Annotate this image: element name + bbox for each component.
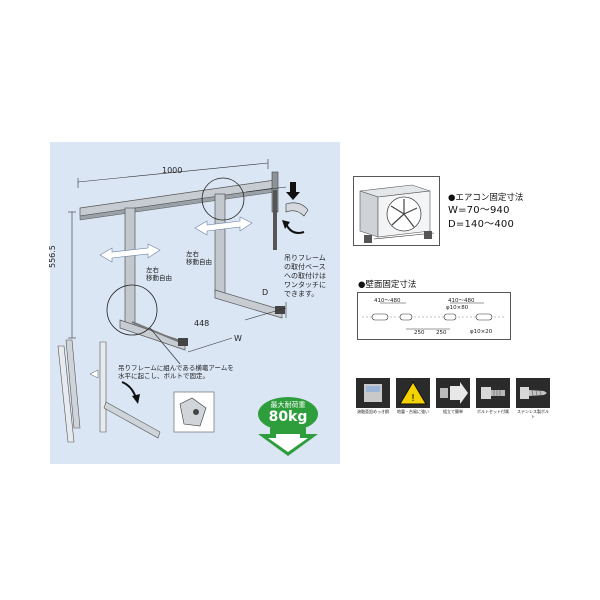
wall-fixing-diagram: 410～480 410～480 250 250 φ10×80 φ10×20 — [357, 292, 511, 340]
dim-width-top: 1000 — [162, 166, 183, 175]
bottom-note-line: 吊りフレームに組んである横竈アームを — [118, 364, 234, 372]
icon-caption: 組立て簡単 — [443, 409, 463, 414]
move-arrow-left — [99, 243, 161, 263]
wall-hole-b: φ10×20 — [470, 329, 493, 335]
waterproof-icon — [356, 378, 390, 408]
wall-spec-title: ●壁面固定寸法 — [358, 280, 417, 290]
bottom-note-line: 水平に起こし、ボルトで固定。 — [118, 372, 209, 380]
hang-note-line: 吊りフレーム — [284, 254, 326, 262]
bolt-icon — [476, 378, 510, 408]
dim-depth: 448 — [194, 319, 210, 328]
wall-slot-diagram — [362, 302, 506, 330]
aircon-unit-icon — [359, 184, 435, 243]
wall-dim-b: 410～480 — [448, 298, 475, 304]
left-move-label: 左右 移動自由 — [146, 266, 172, 282]
center-move-label-line2: 移動自由 — [186, 258, 212, 266]
aircon-spec-d: D=140～400 — [448, 219, 515, 230]
load-arrow-icon — [258, 397, 318, 456]
dim-height: 556.5 — [48, 245, 57, 268]
aircon-thumbnail — [353, 176, 440, 246]
move-arrow-center — [194, 216, 253, 236]
hang-note-line: の取付ベース — [284, 263, 326, 271]
center-move-label-line1: 左右 — [186, 250, 199, 258]
feature-icons-row: 溶融亜鉛めっき鋼 ! 地震・台風に強い 組立て簡単 ボルトセット付属 ステンレス… — [356, 378, 552, 428]
icon-caption: ステンレス製ボルト — [517, 409, 549, 419]
icon-caption: ボルトセット付属 — [477, 409, 509, 414]
wall-dim-d: 250 — [436, 330, 447, 336]
left-move-label-line2: 移動自由 — [146, 274, 172, 282]
left-move-label-line1: 左右 — [146, 266, 159, 274]
aircon-spec-title: ●エアコン固定寸法 — [448, 193, 524, 203]
bracket-illustration — [57, 159, 309, 443]
aircon-spec: ●エアコン固定寸法 W=70～940 D=140～400 — [448, 193, 598, 232]
icon-caption: 地震・台風に強い — [397, 409, 429, 414]
hang-note: 吊りフレーム の取付ベース への取付けは ワンタッチに できます。 — [284, 254, 340, 299]
wall-dim-a: 410～480 — [374, 298, 401, 304]
max-load-badge: 最大耐荷重 80kg — [256, 396, 320, 458]
aircon-spec-w: W=70～940 — [448, 205, 510, 216]
max-load-value: 80kg — [268, 409, 308, 425]
wall-hole-a: φ10×80 — [446, 305, 469, 311]
wall-dim-c: 250 — [414, 330, 425, 336]
dim-d: D — [262, 288, 269, 297]
warning-icon: ! — [396, 378, 430, 408]
icon-caption: 溶融亜鉛めっき鋼 — [357, 409, 389, 414]
dim-w: W — [234, 334, 242, 343]
hang-note-line: への取付けは — [284, 272, 326, 280]
bottom-note: 吊りフレームに組んである横竈アームを 水平に起こし、ボルトで固定。 — [118, 364, 278, 380]
svg-text:!: ! — [411, 393, 415, 404]
bracket-diagram-panel: 1000 556.5 448 D W 左右 移動自由 左右 移動自由 吊りフレー… — [48, 142, 340, 464]
max-load-label: 最大耐荷重 — [270, 401, 306, 409]
center-move-label: 左右 移動自由 — [186, 250, 212, 266]
hang-note-line: できます。 — [284, 290, 319, 298]
arrow-icon — [436, 378, 470, 408]
screw-icon — [516, 378, 550, 408]
hang-note-line: ワンタッチに — [284, 281, 326, 289]
